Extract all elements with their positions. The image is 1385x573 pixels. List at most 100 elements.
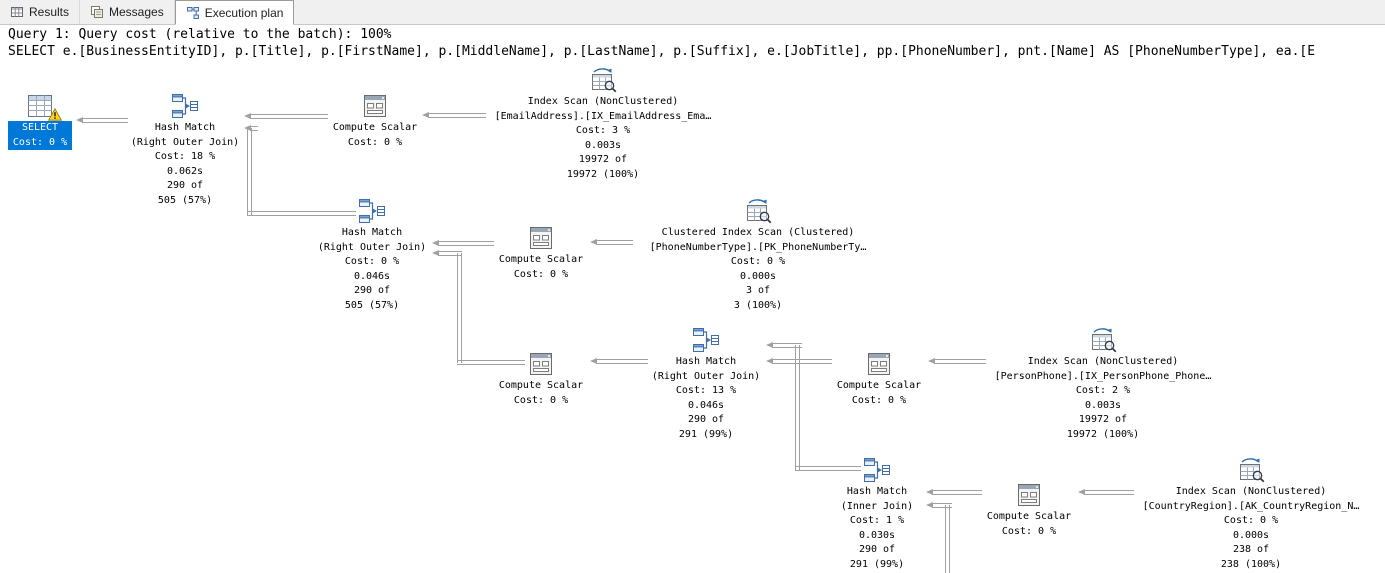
arrow-body xyxy=(250,114,328,119)
arrow-body xyxy=(932,490,982,495)
plan-arrow[interactable] xyxy=(432,250,462,257)
hash-match-icon xyxy=(692,326,720,354)
plan-node-hash-match-3[interactable]: Hash Match (Right Outer Join) Cost: 13 %… xyxy=(650,326,762,442)
node-time: 0.003s xyxy=(584,139,622,151)
arrow-head xyxy=(432,250,439,256)
compute-scalar-icon xyxy=(527,350,555,378)
node-rows-total: 505 (57%) xyxy=(157,194,213,206)
node-cost: Cost: 0 % xyxy=(8,135,72,150)
plan-node-clustered-index-scan-phonenumbertype[interactable]: Clustered Index Scan (Clustered) [PhoneN… xyxy=(635,197,881,313)
plan-arrow[interactable] xyxy=(432,240,494,247)
compute-scalar-icon xyxy=(361,92,389,120)
plan-arrow[interactable] xyxy=(244,113,328,120)
node-operator-label: Compute Scalar xyxy=(986,511,1072,522)
node-rows-total: 19972 (100%) xyxy=(566,168,640,180)
arrow-head xyxy=(76,117,83,123)
node-rows: 19972 of xyxy=(578,154,628,165)
node-operator-label: Index Scan (NonClustered) xyxy=(1027,356,1179,367)
node-operator-label: Hash Match xyxy=(846,486,908,497)
node-rows-total: 19972 (100%) xyxy=(1066,428,1140,440)
node-time: 0.046s xyxy=(353,270,391,282)
node-object: [EmailAddress].[IX_EmailAddress_Ema… xyxy=(494,110,712,122)
arrow-body xyxy=(596,240,633,245)
node-rows-total: 238 (100%) xyxy=(1220,558,1282,570)
arrow-body xyxy=(438,251,462,256)
node-subtype: (Inner Join) xyxy=(840,500,914,512)
plan-node-compute-scalar-4[interactable]: Compute Scalar Cost: 0 % xyxy=(834,350,924,408)
plan-node-compute-scalar-3[interactable]: Compute Scalar Cost: 0 % xyxy=(496,350,586,408)
node-rows-total: 3 (100%) xyxy=(733,299,783,311)
plan-node-select[interactable]: SELECT Cost: 0 % xyxy=(8,92,72,150)
arrow-body xyxy=(250,126,258,131)
tab-label: Messages xyxy=(109,5,164,19)
hash-match-icon xyxy=(171,92,199,120)
arrow-body xyxy=(428,113,486,118)
node-rows: 3 of xyxy=(745,285,771,296)
plan-node-hash-match-1[interactable]: Hash Match (Right Outer Join) Cost: 18 %… xyxy=(129,92,241,208)
node-rows-total: 505 (57%) xyxy=(344,299,400,311)
arrow-body xyxy=(934,359,986,364)
arrow-head xyxy=(244,113,251,119)
plan-arrow[interactable] xyxy=(928,358,986,365)
plan-arrow[interactable] xyxy=(590,358,648,365)
plan-node-index-scan-countryregion[interactable]: Index Scan (NonClustered) [CountryRegion… xyxy=(1136,456,1366,572)
plan-arrow[interactable] xyxy=(590,239,633,246)
plan-arrow[interactable] xyxy=(766,358,832,365)
node-rows-total: 291 (99%) xyxy=(849,558,905,570)
node-time: 0.000s xyxy=(739,270,777,282)
arrow-head xyxy=(766,358,773,364)
node-operator-label: Hash Match xyxy=(341,227,403,238)
plan-arrow[interactable] xyxy=(766,342,802,349)
node-time: 0.003s xyxy=(1084,399,1122,411)
plan-arrow-segment[interactable] xyxy=(795,466,861,471)
node-object: [CountryRegion].[AK_CountryRegion_N… xyxy=(1142,500,1360,512)
arrow-body xyxy=(772,343,802,348)
tab-messages[interactable]: Messages xyxy=(80,0,175,24)
node-cost: Cost: 13 % xyxy=(675,385,737,396)
plan-arrow-segment[interactable] xyxy=(795,345,800,470)
messages-icon xyxy=(90,5,104,19)
arrow-head xyxy=(590,358,597,364)
tab-results[interactable]: Results xyxy=(0,0,81,24)
plan-arrow[interactable] xyxy=(76,117,128,124)
plan-arrow-segment[interactable] xyxy=(457,253,462,363)
hash-match-icon xyxy=(863,456,891,484)
plan-node-hash-match-2[interactable]: Hash Match (Right Outer Join) Cost: 0 % … xyxy=(316,197,428,313)
plan-arrow-segment[interactable] xyxy=(247,211,356,216)
plan-node-index-scan-personphone[interactable]: Index Scan (NonClustered) [PersonPhone].… xyxy=(988,326,1218,442)
node-operator-label: Compute Scalar xyxy=(498,380,584,391)
plan-arrow-segment[interactable] xyxy=(247,128,252,215)
plan-arrow[interactable] xyxy=(422,112,486,119)
node-rows: 238 of xyxy=(1232,544,1270,555)
index-scan-icon xyxy=(1089,326,1117,354)
tab-execution-plan[interactable]: Execution plan xyxy=(174,0,295,25)
plan-arrow[interactable] xyxy=(1078,489,1134,496)
node-operator-label: Index Scan (NonClustered) xyxy=(527,96,679,107)
plan-arrow-segment[interactable] xyxy=(945,505,950,573)
plan-arrow[interactable] xyxy=(926,489,982,496)
plan-arrow[interactable] xyxy=(926,502,952,509)
plan-node-hash-match-4[interactable]: Hash Match (Inner Join) Cost: 1 % 0.030s… xyxy=(832,456,922,572)
plan-node-index-scan-emailaddress[interactable]: Index Scan (NonClustered) [EmailAddress]… xyxy=(488,66,718,182)
compute-scalar-icon xyxy=(1015,481,1043,509)
node-time: 0.062s xyxy=(166,165,204,177)
arrow-head xyxy=(422,112,429,118)
query-sql-line: SELECT e.[BusinessEntityID], p.[Title], … xyxy=(8,44,1316,59)
plan-node-compute-scalar-1[interactable]: Compute Scalar Cost: 0 % xyxy=(330,92,420,150)
index-scan-icon xyxy=(1237,456,1265,484)
arrow-body xyxy=(1084,490,1134,495)
node-subtype: (Right Outer Join) xyxy=(651,370,761,382)
plan-node-compute-scalar-2[interactable]: Compute Scalar Cost: 0 % xyxy=(496,224,586,282)
arrow-body xyxy=(772,359,832,364)
node-cost: Cost: 0 % xyxy=(851,394,907,406)
plan-arrow-segment[interactable] xyxy=(457,360,525,365)
node-cost: Cost: 1 % xyxy=(849,515,905,526)
hash-match-icon xyxy=(358,197,386,225)
arrow-body xyxy=(438,241,494,246)
node-operator-label: Compute Scalar xyxy=(498,254,584,265)
execution-plan-icon xyxy=(186,6,200,20)
plan-node-compute-scalar-5[interactable]: Compute Scalar Cost: 0 % xyxy=(984,481,1074,539)
node-cost: Cost: 0 % xyxy=(1001,525,1057,537)
